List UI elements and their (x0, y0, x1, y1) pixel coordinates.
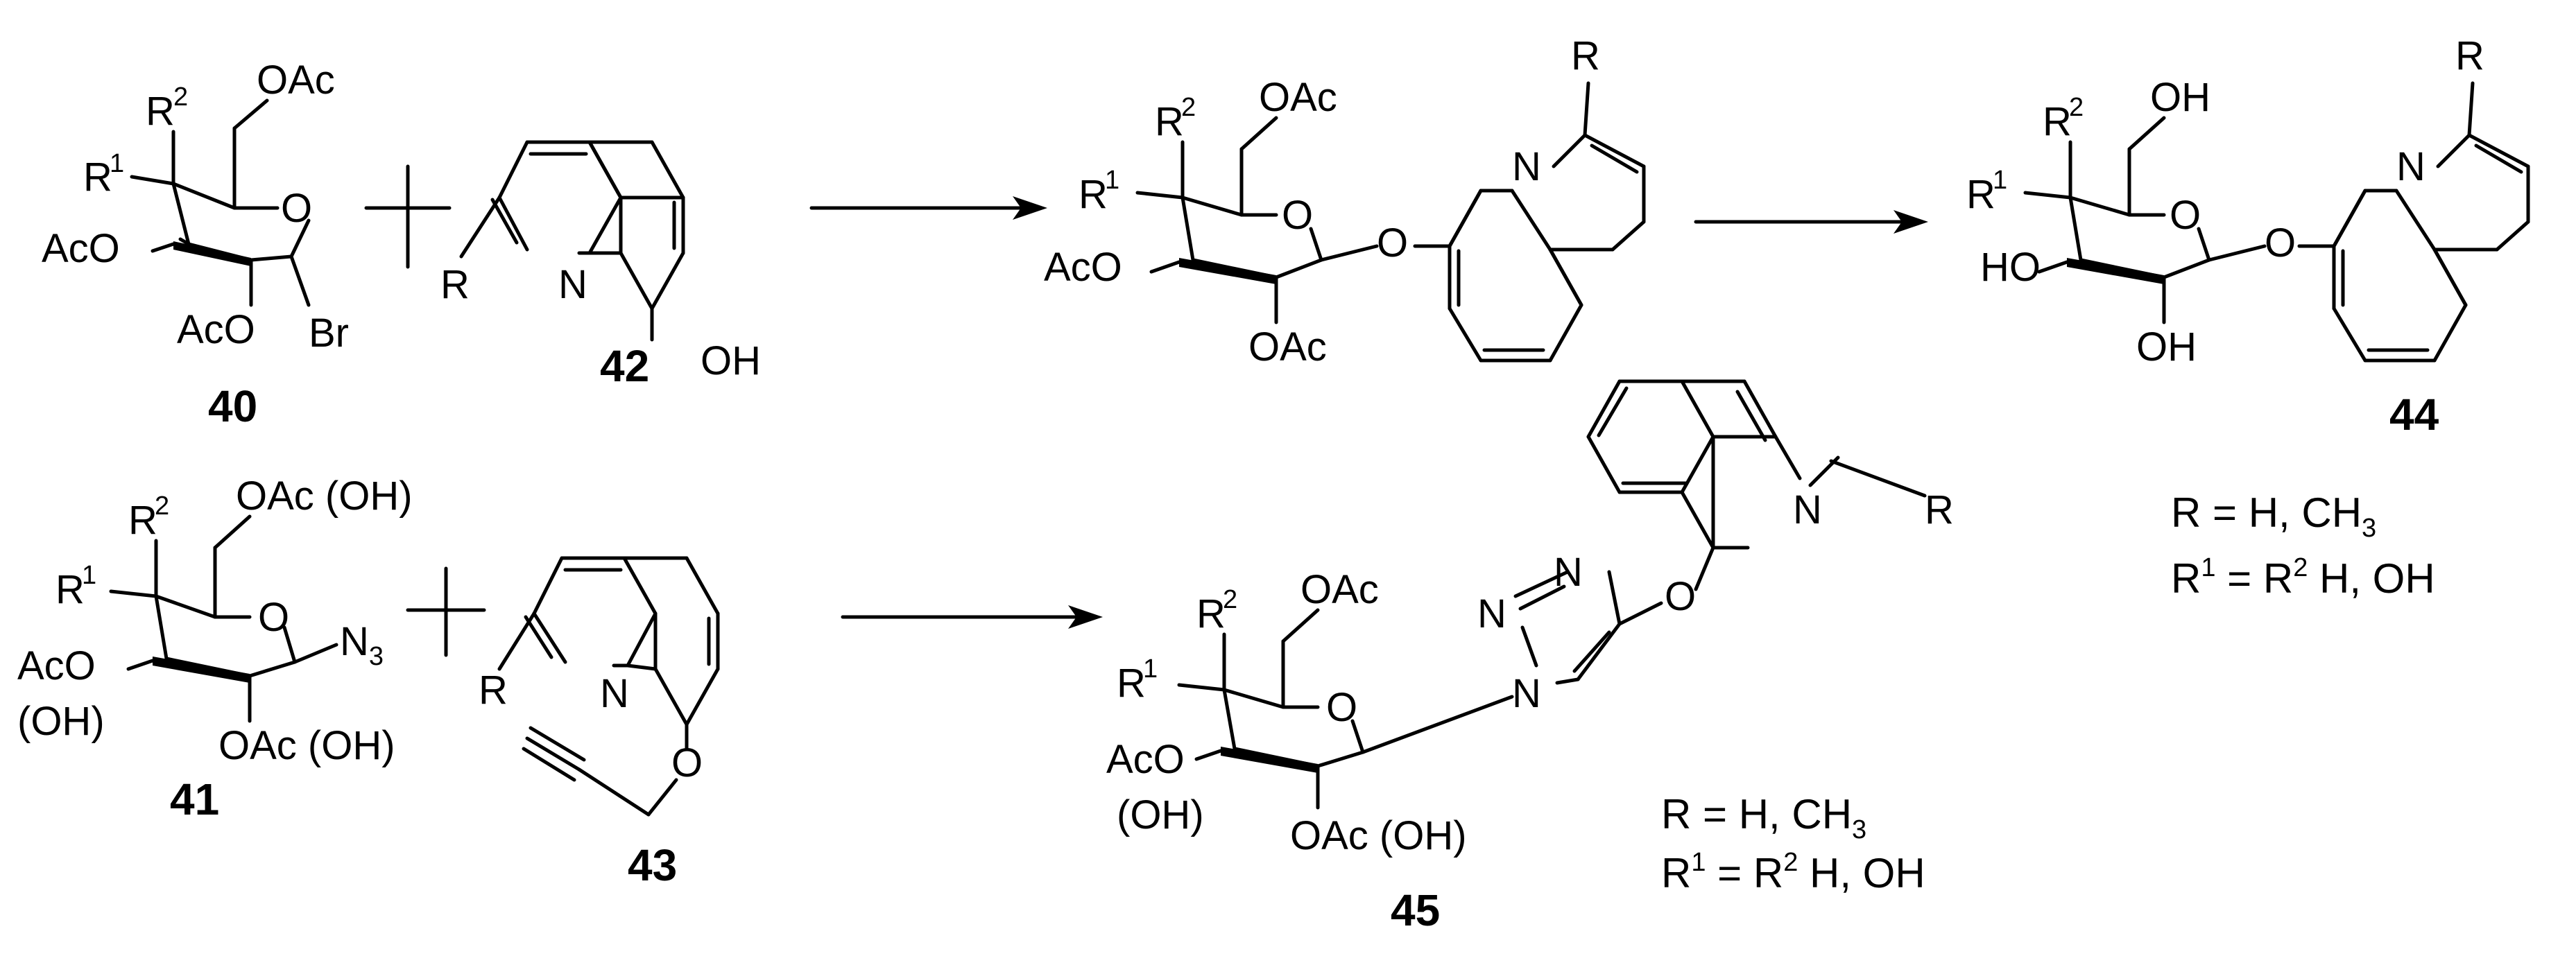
compound-number-41: 41 (170, 774, 219, 824)
r-substituent-label: R (2455, 33, 2484, 78)
hydroxyl-3-alt-label: (OH) (17, 699, 105, 744)
triazole-n2-label: N (1477, 591, 1506, 636)
r1-superscript: 1 (82, 561, 96, 590)
compound-number-40: 40 (208, 381, 257, 431)
glycosidic-oxygen-label: O (2265, 220, 2296, 266)
compound-number-44: 44 (2389, 390, 2439, 440)
ring-oxygen-label: O (1282, 193, 1313, 238)
ring-oxygen-label: O (2170, 193, 2201, 238)
compound-43-bonds (497, 556, 720, 817)
hydroxyl-3-alt-label: (OH) (1117, 792, 1204, 837)
r2-label: R (128, 498, 157, 543)
r-substituent-label: R (1925, 487, 1954, 532)
compound-45-conditions: R = H, CH3 R1 = R2 H, OH (1661, 791, 1925, 896)
r2-superscript: 2 (1181, 93, 1196, 122)
azide-label: N3 (340, 619, 384, 671)
aco-3-label: AcO (42, 226, 120, 271)
reaction-arrow-2 (1694, 210, 1928, 234)
compound-43: R N O 43 (479, 556, 720, 890)
aco-3-label: AcO (1044, 245, 1122, 290)
r-substituent-label: R (440, 262, 470, 307)
r1-superscript: 1 (110, 149, 124, 178)
r1-label: R (1966, 172, 1995, 217)
bromine-label: Br (309, 311, 349, 356)
condition-r1-r2-values: R1 = R2 H, OH (2171, 553, 2435, 602)
reaction-arrow-3 (841, 605, 1103, 629)
aco-3-label: AcO (1106, 737, 1185, 782)
oac-6-label: OAc (OH) (236, 473, 413, 519)
plus-sign-1 (364, 164, 452, 269)
condition-r-values: R = H, CH3 (1661, 791, 1866, 844)
compound-40: OAc R 2 R 1 O AcO AcO Br 40 (42, 58, 349, 431)
quinoline-nitrogen-label: N (2396, 144, 2425, 189)
r2-label: R (146, 89, 175, 134)
r-substituent-label: R (1571, 33, 1600, 78)
compound-42: R N OH 42 (440, 140, 761, 391)
oac-6-label: OAc (257, 58, 335, 103)
oac-2-label: OAc (OH) (218, 723, 395, 768)
compound-45: OAc R 2 R 1 O AcO (OH) OAc (OH) N N N O … (1106, 379, 1954, 935)
r1-superscript: 1 (1143, 654, 1158, 684)
ring-oxygen-label: O (1326, 685, 1357, 730)
r2-superscript: 2 (1223, 585, 1237, 614)
compound-40-bonds (130, 98, 311, 307)
ether-oxygen-label: O (1665, 574, 1696, 619)
r1-label: R (1079, 172, 1108, 217)
acetylated-glycoside-bonds (1135, 81, 1646, 363)
triazole-n1-label: N (1512, 671, 1541, 716)
quinoline-nitrogen-label: N (1512, 144, 1541, 189)
compound-41-bonds (109, 514, 338, 723)
condition-r-values: R = H, CH3 (2171, 489, 2376, 543)
aco-3-label: AcO (17, 643, 96, 688)
r2-label: R (1155, 99, 1184, 144)
aco-2-label: AcO (177, 307, 255, 352)
hydroxyl-label: OH (701, 338, 761, 383)
r2-label: R (1196, 591, 1226, 636)
compound-acetylated-glycoside: OAc R 2 R 1 O AcO OAc O N R (1044, 33, 1646, 370)
r-substituent-label: R (479, 668, 508, 713)
ring-oxygen-label: O (281, 186, 312, 231)
r1-label: R (55, 567, 85, 612)
oac-2-label: OAc (OH) (1290, 813, 1467, 858)
triazole-n3-label: N (1554, 550, 1583, 595)
glycosidic-oxygen-label: O (1377, 220, 1408, 266)
quinoline-nitrogen-label: N (558, 262, 587, 307)
compound-44: OH R 2 R 1 O HO OH O N R 44 R = H, CH3 R… (1966, 33, 2530, 602)
oac-2-label: OAc (1248, 324, 1327, 370)
plus-sign-2 (406, 566, 486, 657)
r2-superscript: 2 (2069, 93, 2084, 122)
ring-oxygen-label: O (258, 595, 289, 640)
oac-6-label: OAc (1259, 75, 1337, 120)
r1-label: R (83, 155, 112, 200)
compound-number-45: 45 (1391, 885, 1440, 935)
compound-number-43: 43 (628, 840, 677, 890)
quinoline-nitrogen-label: N (1793, 487, 1822, 532)
compound-42-bonds (459, 140, 685, 342)
hydroxyl-6-label: OH (2150, 75, 2210, 120)
oac-6-label: OAc (1300, 567, 1379, 612)
compound-45-bonds (1177, 379, 1927, 810)
compound-number-42: 42 (600, 341, 649, 391)
hydroxyl-2-label: OH (2136, 324, 2197, 370)
reaction-arrow-1 (809, 196, 1047, 220)
r2-superscript: 2 (173, 82, 188, 112)
r1-superscript: 1 (1993, 166, 2007, 195)
ether-oxygen-label: O (671, 740, 703, 785)
compound-41: OAc (OH) R 2 R 1 O N3 AcO (OH) OAc (OH) … (17, 473, 413, 824)
r1-label: R (1117, 661, 1146, 706)
r2-label: R (2043, 99, 2072, 144)
compound-44-bonds (2023, 81, 2530, 363)
condition-r1-r2-values: R1 = R2 H, OH (1661, 848, 1925, 896)
r1-superscript: 1 (1105, 166, 1119, 195)
quinoline-nitrogen-label: N (600, 671, 629, 716)
hydroxyl-3-label: HO (1980, 245, 2041, 290)
compound-44-conditions: R = H, CH3 R1 = R2 H, OH (2171, 489, 2435, 602)
r2-superscript: 2 (155, 492, 169, 521)
